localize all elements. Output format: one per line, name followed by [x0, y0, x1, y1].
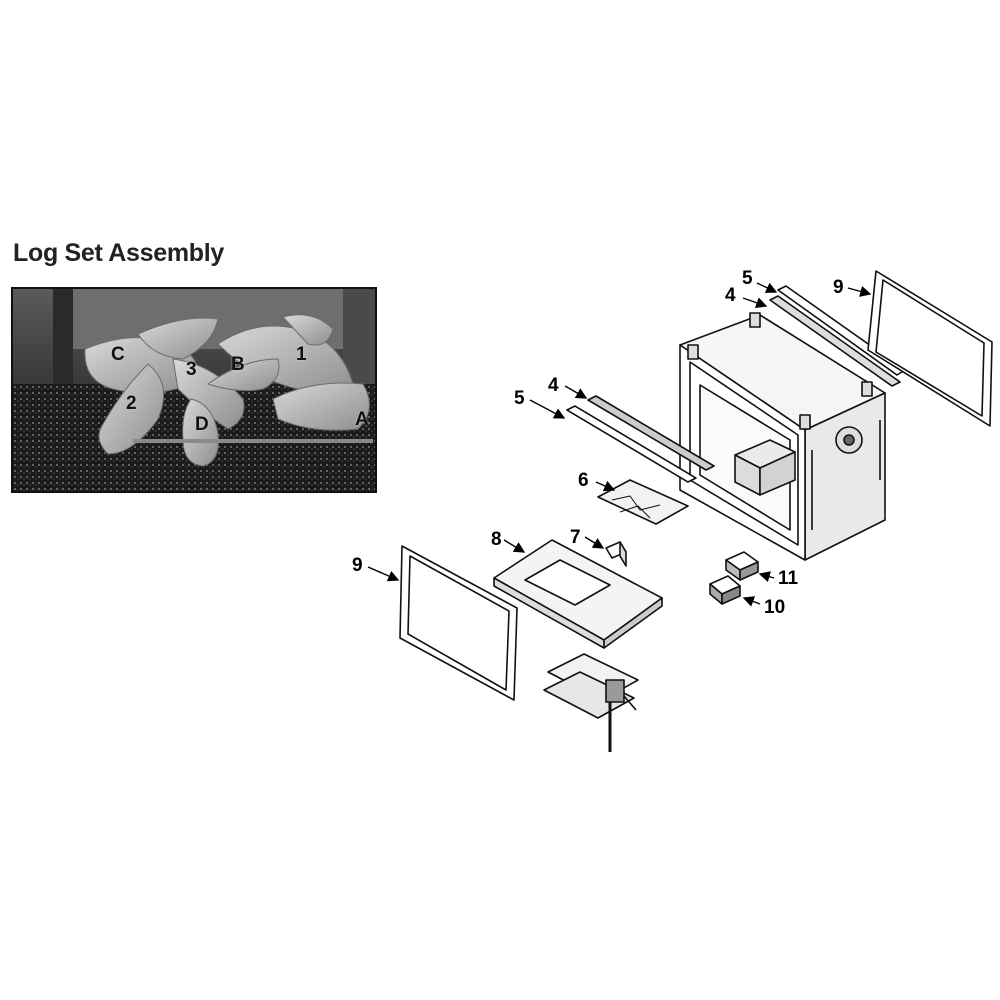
log-label-a: A	[355, 409, 369, 430]
arrow-part-7	[584, 536, 605, 549]
arrow-part-5-left	[529, 399, 566, 419]
callout-7: 7	[570, 527, 581, 548]
arrow-part-4-left	[564, 385, 588, 399]
callout-4-top: 4	[725, 285, 736, 306]
arrow-part-9-left	[367, 566, 400, 582]
part-6-plate	[597, 479, 689, 525]
log-label-b: B	[231, 354, 245, 375]
arrow-part-5-top	[756, 282, 778, 293]
callout-9-right: 9	[833, 277, 844, 298]
part-4-top-rail	[769, 295, 901, 387]
part-4-left-rail	[587, 395, 715, 471]
callout-5-left: 5	[514, 388, 525, 409]
callout-6: 6	[578, 470, 589, 491]
log-label-d: D	[195, 414, 209, 435]
arrow-part-8	[503, 539, 526, 553]
arrow-part-4-top	[742, 297, 768, 309]
log-label-c: C	[111, 344, 125, 365]
arrow-part-6	[595, 480, 616, 492]
valve-assembly	[543, 653, 639, 752]
callout-10: 10	[764, 597, 786, 618]
page-title: Log Set Assembly	[13, 239, 224, 267]
part-5-left-rail	[566, 405, 697, 483]
log-set-photo: C 3 B 1 2 D A	[11, 287, 377, 493]
callout-4-left: 4	[548, 375, 559, 396]
log-set-illustration	[13, 289, 375, 491]
arrow-part-11	[758, 571, 775, 583]
log-label-3: 3	[186, 359, 197, 380]
callout-9-left: 9	[352, 555, 363, 576]
callout-11: 11	[778, 568, 799, 589]
callout-8: 8	[491, 529, 502, 550]
callout-5-top: 5	[742, 268, 753, 289]
log-label-1: 1	[296, 344, 307, 365]
arrow-part-10	[742, 596, 761, 607]
log-label-2: 2	[126, 393, 137, 414]
firebox-body	[679, 312, 886, 561]
arrow-part-9-right	[847, 286, 872, 297]
